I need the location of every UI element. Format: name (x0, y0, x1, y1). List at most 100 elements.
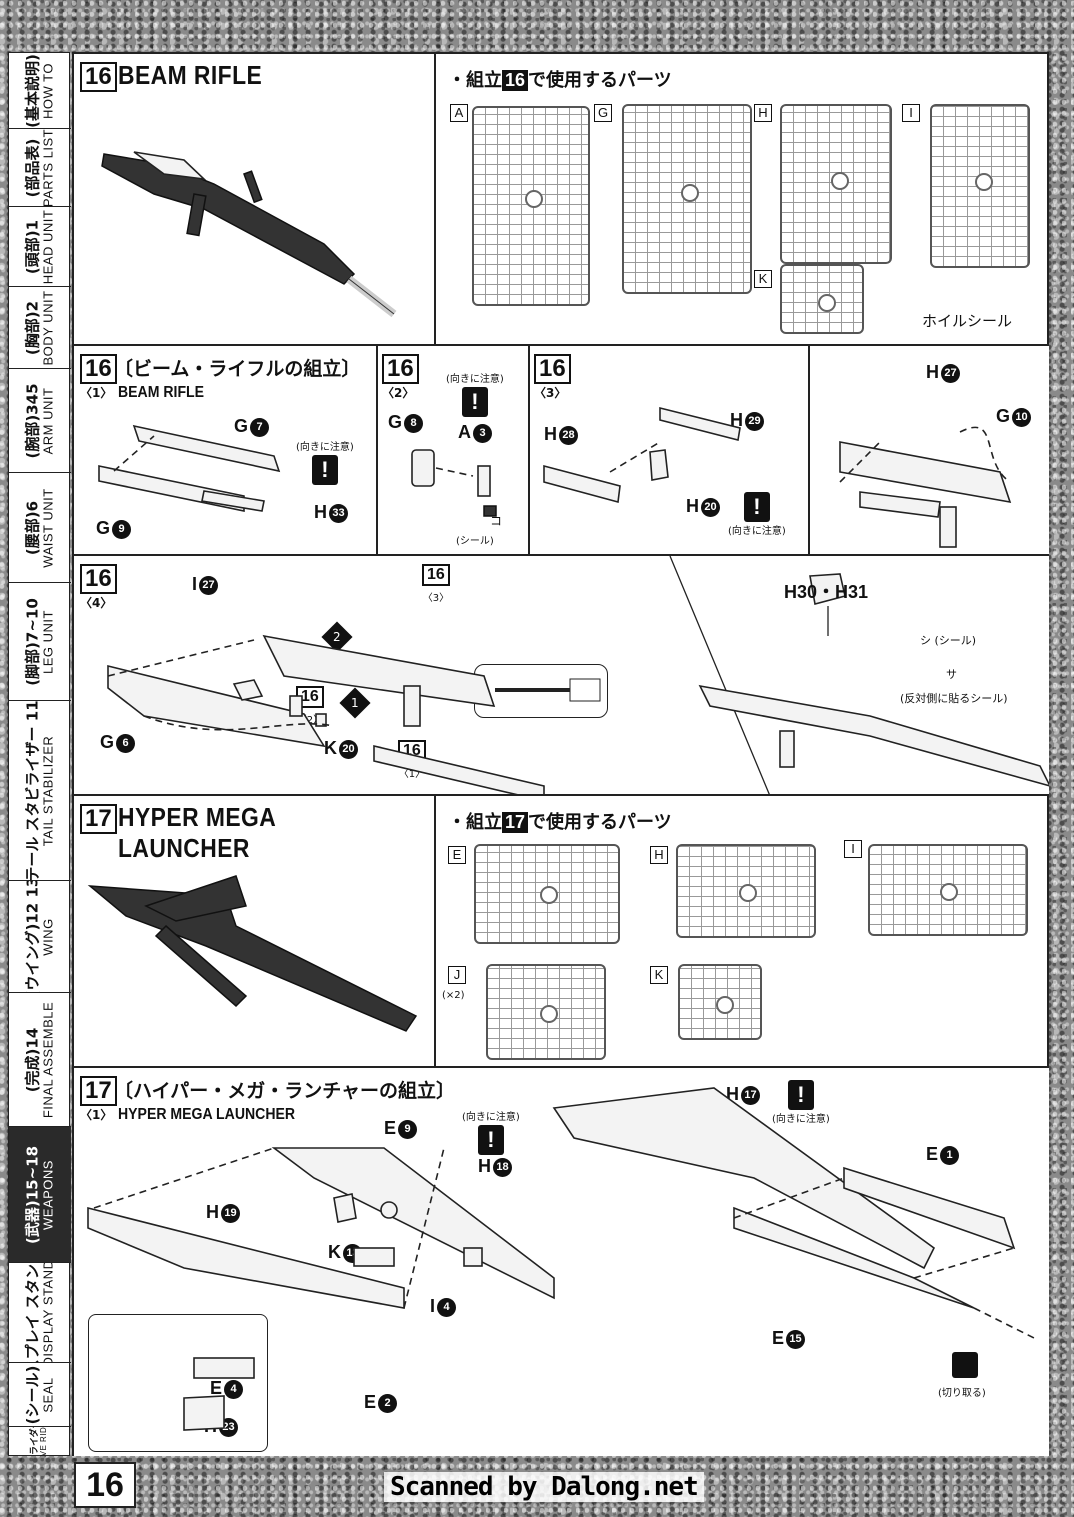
exclamation-icon: ! (787, 1080, 814, 1110)
seal-shi: シ (シール) (920, 634, 977, 647)
tab-label-jp: (基本説明) (23, 53, 42, 128)
top-parts-label: H30・H31 (784, 582, 869, 602)
tab-label-en: WING (40, 917, 56, 956)
tab-label-jp: (ウイング)12 13 (23, 881, 42, 993)
tab-parts-list[interactable]: (部品表)PARTS LIST (9, 129, 71, 207)
part-number: 20 (339, 739, 358, 759)
runner-label-h: H (650, 846, 668, 864)
runner-h (676, 844, 816, 938)
step-title: BEAM RIFLE (118, 60, 263, 90)
exclamation-icon: ! (461, 387, 488, 417)
step17-1-right-diagram (552, 1087, 1035, 1339)
step-title-jp: 〔ビーム・ライフルの組立〕 (114, 358, 361, 380)
part-letter: E (772, 1328, 785, 1348)
orientation-caution: (向きに注意) ! (462, 1108, 520, 1155)
runner-g (622, 104, 752, 294)
parts-heading-prefix: ・組立 (448, 70, 502, 91)
part-number: 9 (398, 1119, 418, 1139)
tab-label-en: WAVE RIDER (39, 1427, 49, 1457)
runner-i (868, 844, 1028, 936)
part-letter: I (430, 1296, 436, 1316)
step-number: 17 (80, 1076, 117, 1106)
ref-step-sub: 〈3〉 (422, 593, 450, 604)
parts-heading-step: 16 (502, 70, 529, 91)
step-sub: 〈3〉 (534, 386, 567, 400)
exclamation-icon: ! (311, 455, 338, 485)
tab-label-jp: テール スタビライザー 11 (23, 701, 42, 881)
caution-text: (向きに注意) (462, 1112, 520, 1123)
tab-seal[interactable]: (シール)SEAL (9, 1363, 71, 1427)
tab-label-jp: (武器)15~18 (23, 1145, 42, 1244)
part-letter: G (96, 518, 111, 538)
step-title-en: HYPER MEGA LAUNCHER (118, 1106, 296, 1123)
step-number: 16 (80, 354, 117, 384)
part-letter: G (388, 412, 403, 432)
tab-label-en: LEG UNIT (40, 609, 56, 674)
part-number: 33 (329, 503, 348, 523)
part-letter: E (926, 1144, 939, 1164)
tab-label-en: WEAPONS (40, 1159, 56, 1230)
ref-step-sub: 〈1〉 (398, 769, 426, 780)
tab-how-to[interactable]: (基本説明)HOW TO (9, 53, 71, 129)
hyper-mega-launcher-illustration (87, 875, 418, 1032)
part-number: 6 (116, 733, 136, 753)
step16-3-diagram (543, 406, 1012, 548)
divider (808, 346, 810, 554)
runner-label-h: H (754, 104, 772, 122)
part-letter: K (328, 1242, 341, 1262)
runner-label-k: K (754, 270, 772, 288)
part-number: 17 (741, 1085, 760, 1105)
page-number: 16 (74, 1462, 136, 1508)
tab-label-jp: (脚部)7~10 (23, 597, 42, 686)
reverse-seal-note: (反対側に貼るシール) (900, 692, 1008, 705)
step-sub: 〈2〉 (382, 386, 415, 400)
step-title-jp: 〔ハイパー・メガ・ランチャーの組立〕 (114, 1080, 456, 1102)
tab-label-jp: (完成)14 (23, 1027, 42, 1092)
part-letter: G (234, 416, 249, 436)
tab-label-jp: (胸部)2 (23, 300, 42, 355)
step17-overview-panel: 17 HYPER MEGA LAUNCHER (74, 796, 436, 1068)
part-number: 3 (473, 423, 492, 443)
part-letter: H (730, 410, 743, 430)
cut-icon (952, 1352, 978, 1378)
part-letter: G (996, 406, 1011, 426)
part-number: 18 (493, 1157, 512, 1177)
tab-label-en: FINAL ASSEMBLE (40, 1001, 56, 1118)
part-letter: H (206, 1202, 219, 1222)
part-letter: A (458, 422, 471, 442)
parts-heading-step: 17 (502, 812, 529, 833)
foil-seal-label: ホイルシール (922, 312, 1013, 330)
step-number: 16 (534, 354, 571, 384)
tab-wave-rider[interactable]: ウェイブ ライダー 1~10WAVE RIDER (9, 1427, 71, 1457)
tab-label-en: DISPLAY STAND (40, 1263, 56, 1363)
tab-label-jp: (腕部)345 (23, 382, 42, 459)
seal-code: コ (490, 514, 503, 528)
tab-label-jp: (腰部)6 (23, 500, 42, 555)
tab-label-en: ARM UNIT (40, 387, 56, 454)
seal-label: (シール) (456, 536, 494, 547)
part-number: 15 (786, 1329, 806, 1349)
part-letter: I (192, 574, 198, 594)
